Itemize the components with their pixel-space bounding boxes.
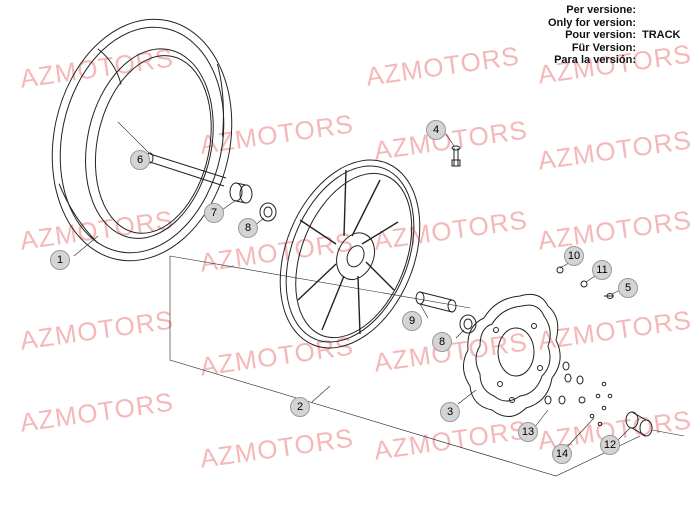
bearing-left — [259, 202, 277, 222]
brake-disc — [463, 293, 561, 417]
callout-1[interactable]: 1 — [50, 250, 70, 270]
version-line: Für Version: — [571, 41, 636, 54]
version-line: Only for version: — [547, 16, 636, 29]
callout-8[interactable]: 8 — [238, 218, 258, 238]
rim — [279, 159, 421, 349]
tire — [51, 18, 233, 262]
valve — [445, 133, 461, 167]
callout-6[interactable]: 6 — [130, 150, 150, 170]
bearing-right — [459, 314, 477, 334]
spacer-right — [415, 291, 457, 313]
callout-11[interactable]: 11 — [592, 260, 612, 280]
callout-2[interactable]: 2 — [290, 397, 310, 417]
callout-9[interactable]: 9 — [402, 311, 422, 331]
callout-8[interactable]: 8 — [432, 332, 452, 352]
version-info: Per versione: Only for version: Pour ver… — [547, 4, 681, 67]
leader-lines — [73, 157, 641, 477]
version-value: TRACK — [642, 29, 681, 41]
axle — [117, 121, 227, 187]
callout-4[interactable]: 4 — [426, 120, 446, 140]
spacer-axle-right — [625, 411, 685, 437]
callout-14[interactable]: 14 — [552, 444, 572, 464]
version-line: Pour version:TRACK — [565, 29, 681, 41]
version-line: Per versione: — [566, 4, 636, 16]
version-line: Para la versión: — [554, 54, 636, 66]
callout-7[interactable]: 7 — [204, 203, 224, 223]
disc-screws — [589, 381, 613, 427]
spacer-left — [229, 182, 253, 204]
callout-5[interactable]: 5 — [618, 278, 638, 298]
callout-12[interactable]: 12 — [600, 435, 620, 455]
spokes — [297, 169, 399, 335]
disc-bolts — [556, 266, 614, 299]
washers — [544, 361, 586, 405]
callout-3[interactable]: 3 — [440, 402, 460, 422]
callout-13[interactable]: 13 — [518, 422, 538, 442]
callout-10[interactable]: 10 — [564, 246, 584, 266]
